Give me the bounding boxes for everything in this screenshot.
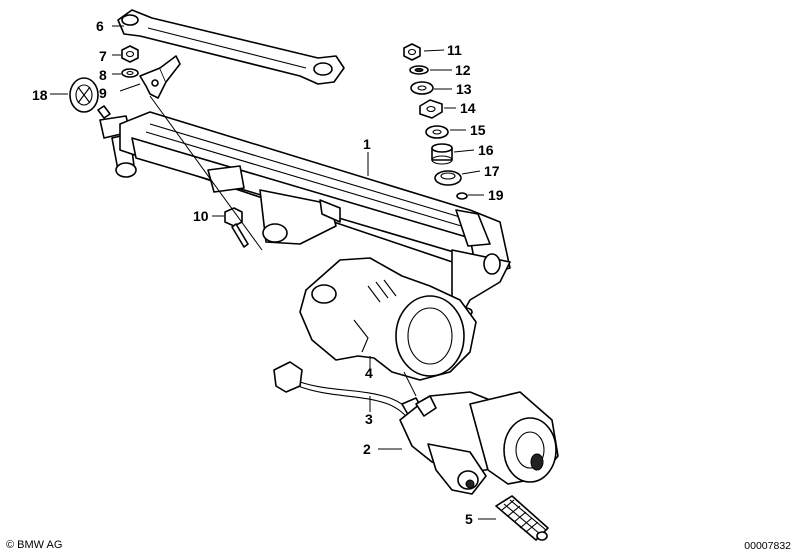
callout-9: 9 xyxy=(99,85,107,101)
callout-2: 2 xyxy=(363,441,371,457)
document-number: 00007832 xyxy=(744,540,791,552)
callout-8: 8 xyxy=(99,67,107,83)
callout-4: 4 xyxy=(365,365,373,381)
wiper-motor-part-2 xyxy=(399,391,559,495)
connecting-rod-part-6 xyxy=(117,9,345,85)
washer-part-15 xyxy=(425,125,449,139)
rubber-grommet-part-17 xyxy=(434,170,462,186)
callout-5: 5 xyxy=(465,511,473,527)
nut-part-11 xyxy=(403,43,421,61)
callout-17: 17 xyxy=(484,163,500,179)
callout-18: 18 xyxy=(32,87,48,103)
washer-part-13 xyxy=(410,81,434,95)
copyright-notice: © BMW AG xyxy=(6,539,62,551)
bolt-part-10 xyxy=(224,207,249,248)
callout-14: 14 xyxy=(460,100,476,116)
callout-7: 7 xyxy=(99,48,107,64)
callout-labels: 6 7 8 9 18 11 12 13 14 15 16 17 19 1 10 … xyxy=(32,18,504,527)
bracket-part-9 xyxy=(139,55,181,99)
cap-part-18 xyxy=(69,77,99,113)
callout-19: 19 xyxy=(488,187,504,203)
callout-6: 6 xyxy=(96,18,104,34)
small-washer-part-19 xyxy=(456,192,468,200)
callout-10: 10 xyxy=(193,208,209,224)
copyright-owner: BMW AG xyxy=(17,539,63,551)
callout-11: 11 xyxy=(447,42,462,58)
motor-cover-part-4 xyxy=(299,257,477,381)
bushing-part-16 xyxy=(431,143,453,165)
washer-part-8 xyxy=(121,68,139,78)
callout-15: 15 xyxy=(470,122,486,138)
callout-13: 13 xyxy=(456,81,472,97)
copyright-symbol: © xyxy=(6,539,15,551)
callout-12: 12 xyxy=(455,62,471,78)
callout-1: 1 xyxy=(363,136,371,152)
spring-washer-part-12 xyxy=(409,65,429,75)
nut-part-7 xyxy=(121,45,139,63)
callout-16: 16 xyxy=(478,142,494,158)
hex-nut-part-14 xyxy=(419,99,443,119)
drive-shaft-part-5 xyxy=(495,495,549,541)
callout-3: 3 xyxy=(365,411,373,427)
leader-lines xyxy=(50,25,496,520)
wiper-frame-part-1 xyxy=(119,111,511,319)
